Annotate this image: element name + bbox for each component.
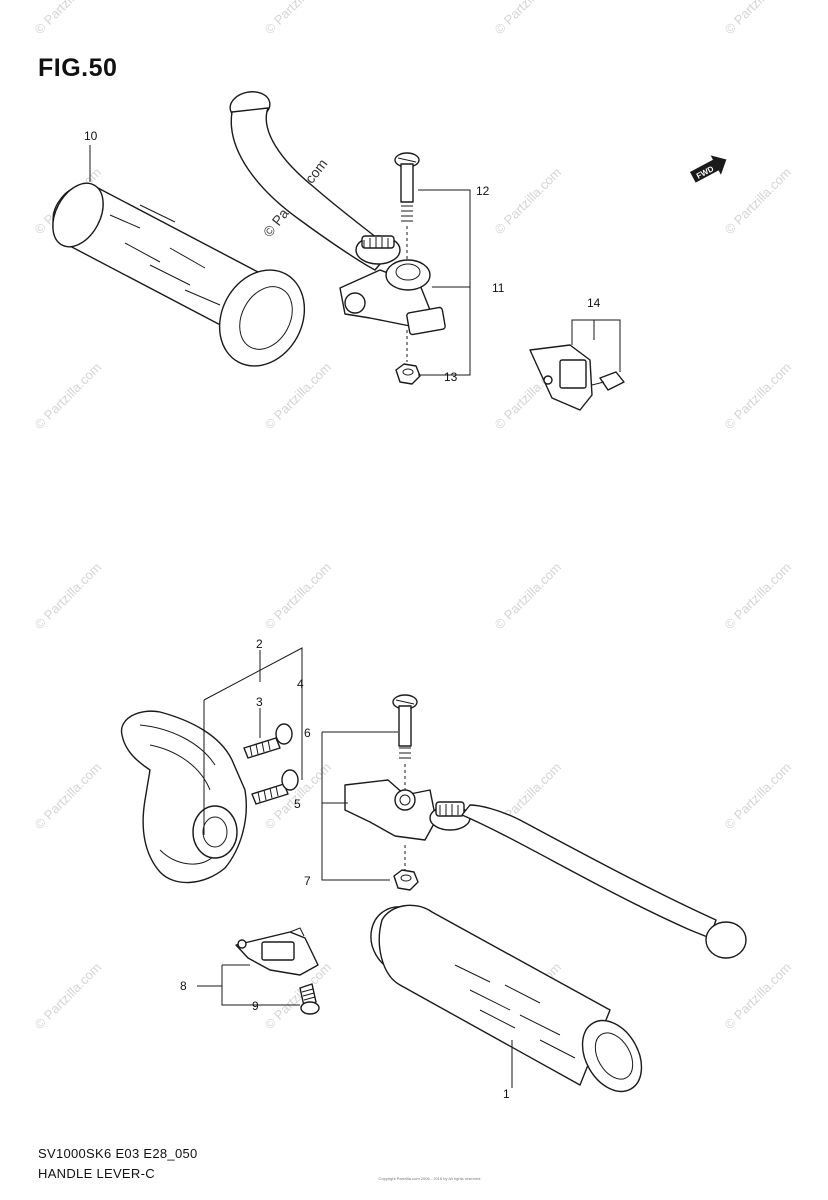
section-name: HANDLE LEVER-C — [38, 1166, 155, 1181]
watermark-text: © Partzilla.com — [32, 960, 105, 1033]
watermark-text: © Partzilla.com — [722, 560, 795, 633]
watermark-text: © Partzilla.com — [262, 360, 335, 433]
callout-2: 2 — [256, 637, 263, 651]
callout-12: 12 — [476, 184, 490, 198]
watermark-text: © Partzilla.com — [262, 0, 335, 37]
part-12-pivot-bolt — [394, 152, 420, 262]
copyright-note: Copyright Partzilla.com 2006 - 2016 by A… — [378, 1176, 482, 1181]
watermark-text: © Partzilla.com — [492, 165, 565, 238]
part-11-clutch-lever — [229, 91, 446, 336]
callout-13: 13 — [444, 370, 458, 384]
callout-8: 8 — [180, 979, 187, 993]
part-13-nut — [395, 330, 421, 385]
part-14-switch — [529, 344, 625, 411]
part-9-screw — [299, 983, 320, 1015]
watermark-text: © Partzilla.com — [32, 760, 105, 833]
watermark-text: © Partzilla.com — [32, 560, 105, 633]
watermark-text: © Partzilla.com — [722, 360, 795, 433]
bottom-leader-lines — [197, 647, 513, 1088]
callout-10: 10 — [84, 129, 98, 143]
watermark-text: © Partzilla.com — [722, 0, 795, 37]
part-7-nut — [393, 845, 419, 891]
callout-4: 4 — [297, 677, 304, 691]
callout-7: 7 — [304, 874, 311, 888]
part-6-pivot-bolt — [392, 694, 418, 790]
callout-9: 9 — [252, 999, 259, 1013]
watermark-text: © Partzilla.com — [722, 760, 795, 833]
callout-6: 6 — [304, 726, 311, 740]
callout-1: 1 — [503, 1087, 510, 1101]
forward-arrow-icon — [690, 155, 727, 183]
callout-11: 11 — [492, 281, 505, 295]
part-10-grip — [52, 182, 306, 367]
watermark-text: © Partzilla.com — [32, 0, 105, 37]
model-code: SV1000SK6 E03 E28_050 — [38, 1146, 198, 1161]
watermark-text: © Partzilla.com — [492, 560, 565, 633]
callout-5: 5 — [294, 797, 301, 811]
part-3-screw — [243, 723, 293, 759]
watermark-text: © Partzilla.com — [492, 0, 565, 37]
callout-3: 3 — [256, 695, 263, 709]
part-2-throttle-housing — [120, 710, 247, 884]
watermark-text: © Partzilla.com — [722, 165, 795, 238]
figure-title: FIG.50 — [38, 54, 118, 82]
part-8-brake-switch — [235, 927, 319, 976]
part-5-brake-lever — [344, 779, 747, 959]
top-leader-lines — [89, 145, 621, 376]
part-1-grip — [370, 904, 643, 1093]
fwd-badge: FWD — [690, 155, 727, 183]
watermark-text: © Partzilla.com — [722, 960, 795, 1033]
watermark-text: © Partzilla.com — [262, 560, 335, 633]
callout-14: 14 — [587, 296, 601, 310]
watermark-text: © Partzilla.com — [32, 360, 105, 433]
part-4-screw — [251, 769, 299, 805]
